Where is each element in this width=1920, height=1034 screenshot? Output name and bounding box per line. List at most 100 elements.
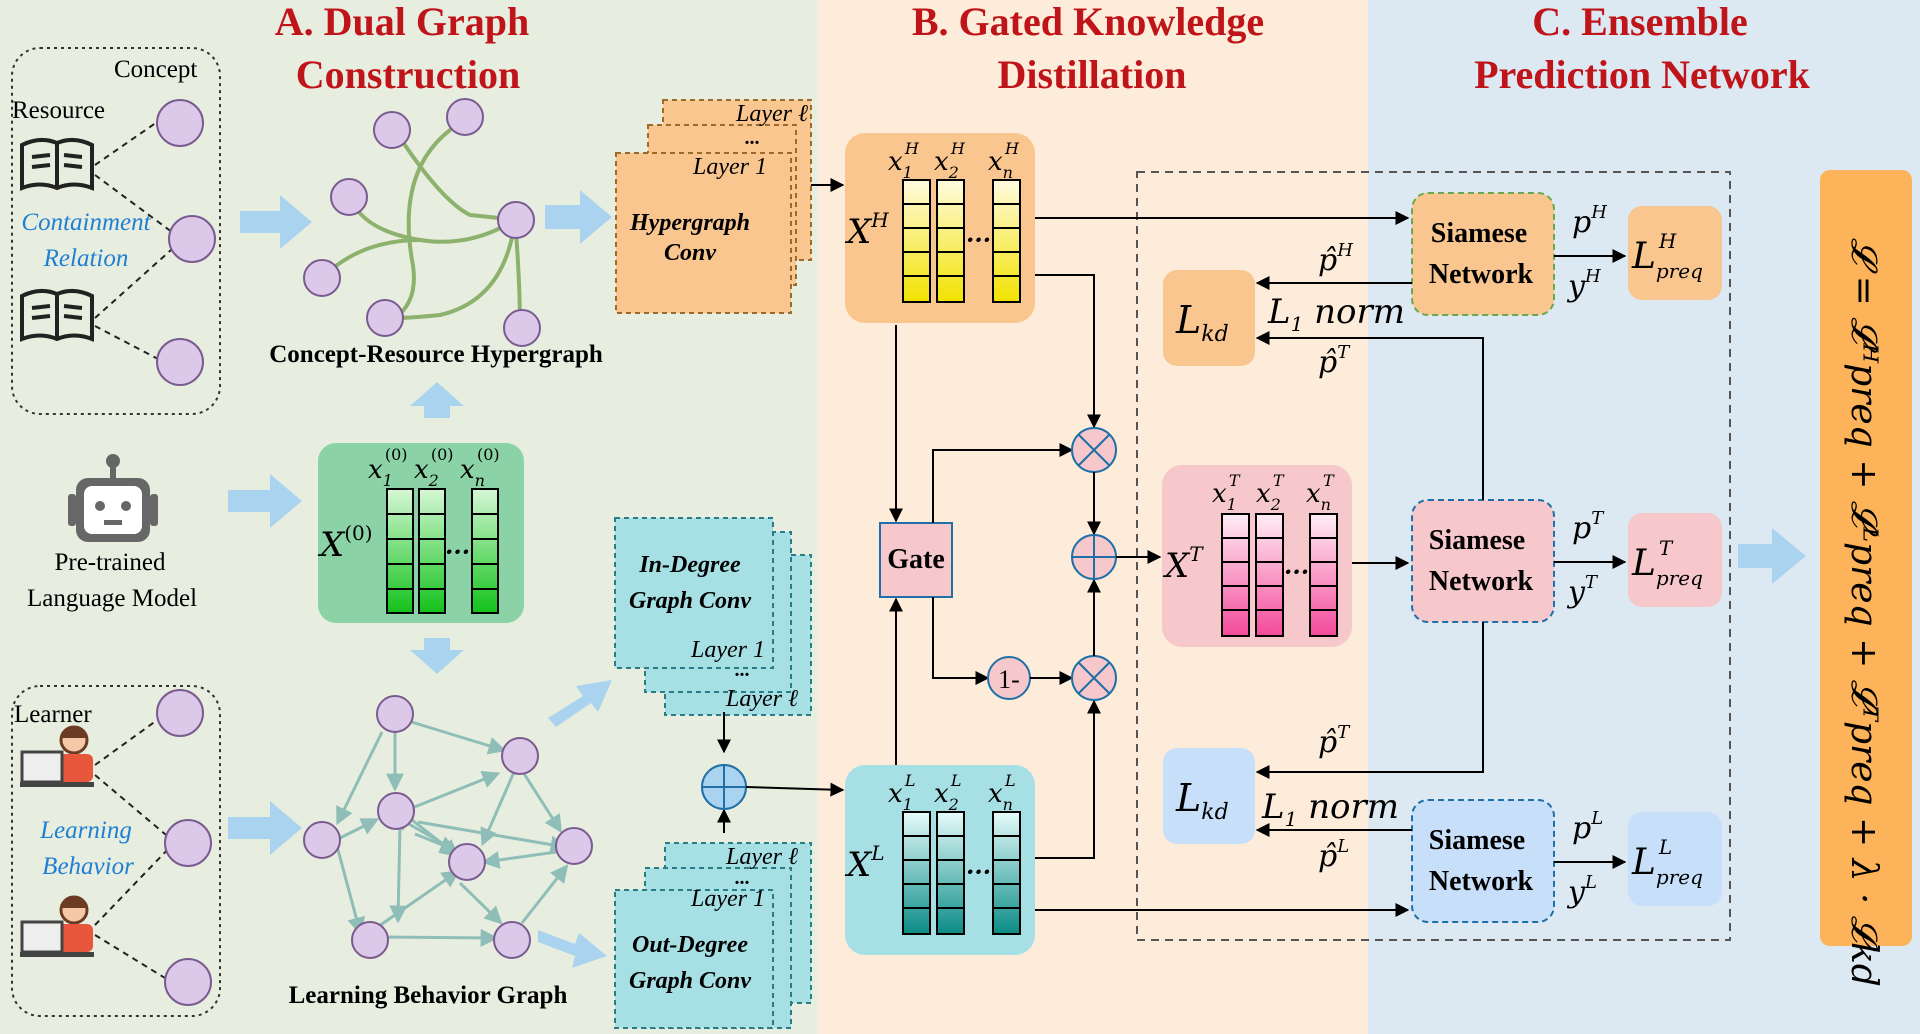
x0-label: X(0) [317, 521, 373, 565]
xl-col-1: x1L [888, 771, 915, 814]
learner-concept-node [164, 958, 212, 1006]
one-minus-node: 1- [987, 656, 1031, 700]
total-loss-formula: 𝓛 = 𝓛ᴴpreq + 𝓛ᴸpreq + 𝓛ᵀpreq + λ · 𝓛kd [1843, 238, 1884, 987]
phat-t-to-lkd-top [1255, 331, 1484, 500]
svg-text:Network: Network [1429, 866, 1534, 897]
learner-label: Learner [14, 701, 92, 728]
phat-t-label-top: p̂T [1318, 342, 1351, 380]
out-degree-conv-stack [614, 842, 812, 1029]
title-ensemble-2: Prediction Network [1474, 52, 1811, 97]
fusion-sum-node [1071, 534, 1117, 580]
y-l-label: yL [1566, 872, 1597, 910]
xt-col-2: x2T [1256, 471, 1285, 514]
hypergraph-conv-stack [615, 99, 812, 314]
x0-col-label-2: x2(0) [414, 445, 454, 490]
lpreq-h-box [1628, 206, 1722, 300]
hypergraph-conv-label-2: Conv [664, 240, 716, 266]
x0-dots: ··· [445, 537, 470, 566]
phat-h-label: p̂H [1318, 240, 1353, 278]
containment-links [94, 119, 181, 361]
out-dots: ... [735, 867, 750, 889]
lpreq-t-box [1628, 513, 1722, 607]
total-loss-bar [1820, 170, 1912, 946]
xh-col-1: x1H [888, 139, 920, 182]
xl-col-n: xnL [988, 771, 1016, 814]
lpreq-l-label: LpreqL [1631, 835, 1703, 889]
in-degree-label: In-Degree [638, 552, 741, 578]
xh-columns [902, 179, 1021, 303]
xl-dots: ··· [966, 857, 991, 886]
xh-label: XH [844, 208, 889, 252]
title-dual-graph: A. Dual Graph [275, 0, 530, 44]
learning-label: Learning [39, 817, 132, 844]
lpreq-l-box [1628, 812, 1722, 906]
hypergraph-conv-label: Hypergraph [629, 210, 750, 236]
phat-t-to-lkd-bottom [1255, 622, 1484, 779]
svg-text:Network: Network [1429, 566, 1534, 597]
siamese-network-t: Siamese Network [1411, 499, 1555, 623]
plm-label-2: Language Model [27, 585, 197, 612]
x0-col-label-1: x1(0) [368, 445, 408, 490]
phat-l-label: p̂L [1318, 836, 1349, 874]
in-dots: ... [735, 659, 750, 681]
sum-node [701, 764, 747, 810]
lpreq-t-label: LpreqT [1631, 536, 1703, 590]
flow-arrows [228, 190, 1806, 968]
svg-text:1-: 1- [998, 665, 1020, 694]
out-degree-label: Out-Degree [632, 932, 748, 958]
multiply-node-top [1071, 427, 1117, 473]
svg-text:Network: Network [1429, 259, 1534, 290]
xt-dots: ··· [1284, 557, 1309, 586]
lkd-box-top [1163, 270, 1255, 366]
behavior-graph-nodes [303, 695, 593, 959]
p-l-label: pL [1572, 808, 1603, 846]
concept-node [156, 338, 204, 386]
multiply-node-bottom [1071, 655, 1117, 701]
hyper-layer-1: Layer 1 [692, 154, 767, 180]
in-degree-label-2: Graph Conv [629, 588, 751, 614]
behavior-label: Behavior [42, 853, 134, 880]
lkd-box-bottom [1163, 748, 1255, 844]
x0-columns [386, 488, 499, 614]
xh-col-2: x2H [934, 139, 966, 182]
gate-box [879, 522, 953, 598]
book-icon [20, 289, 94, 342]
xt-col-n: xnT [1306, 471, 1335, 514]
xt-col-1: x1T [1212, 471, 1241, 514]
concept-node [156, 99, 204, 147]
lpreq-h-label: LpreqH [1631, 229, 1703, 283]
hypergraph-caption: Concept-Resource Hypergraph [269, 341, 603, 368]
out-layer-1: Layer 1 [690, 886, 765, 912]
xl-columns [902, 811, 1021, 935]
l1-norm-top: L1 norm [1267, 292, 1405, 336]
concept-node [168, 215, 216, 263]
sum-to-xl-arrow [745, 782, 845, 797]
y-t-label: yT [1566, 572, 1599, 610]
siamese-network-l: Siamese Network [1411, 799, 1555, 923]
xh-dots: ··· [966, 225, 991, 254]
title-distillation-2: Distillation [998, 52, 1187, 97]
title-dual-graph-2: Construction [296, 52, 520, 97]
hyper-dots: ... [745, 127, 760, 149]
xt-columns [1221, 513, 1338, 637]
gate-label: Gate [887, 544, 945, 575]
xh-to-mult [1035, 274, 1101, 429]
lkd-label-bottom: Lkd [1175, 776, 1229, 825]
learner-concept-node [164, 819, 212, 867]
behavior-caption: Learning Behavior Graph [289, 982, 568, 1009]
learner-icon [20, 725, 94, 787]
resource-label: Resource [12, 97, 105, 124]
svg-text:Siamese: Siamese [1429, 825, 1525, 856]
learner-behavior-box [11, 685, 221, 1017]
learner-icon [20, 895, 94, 957]
ensemble-boundary [1136, 171, 1731, 941]
behavior-graph-edges [335, 718, 569, 947]
in-layer-1: Layer 1 [690, 637, 765, 663]
svg-text:Siamese: Siamese [1431, 218, 1527, 249]
l1-norm-bottom: L1 norm [1261, 787, 1399, 831]
book-icon [20, 138, 94, 191]
svg-text:Siamese: Siamese [1429, 525, 1525, 556]
out-layer-l: Layer ℓ [725, 844, 798, 870]
title-distillation: B. Gated Knowledge [912, 0, 1264, 44]
